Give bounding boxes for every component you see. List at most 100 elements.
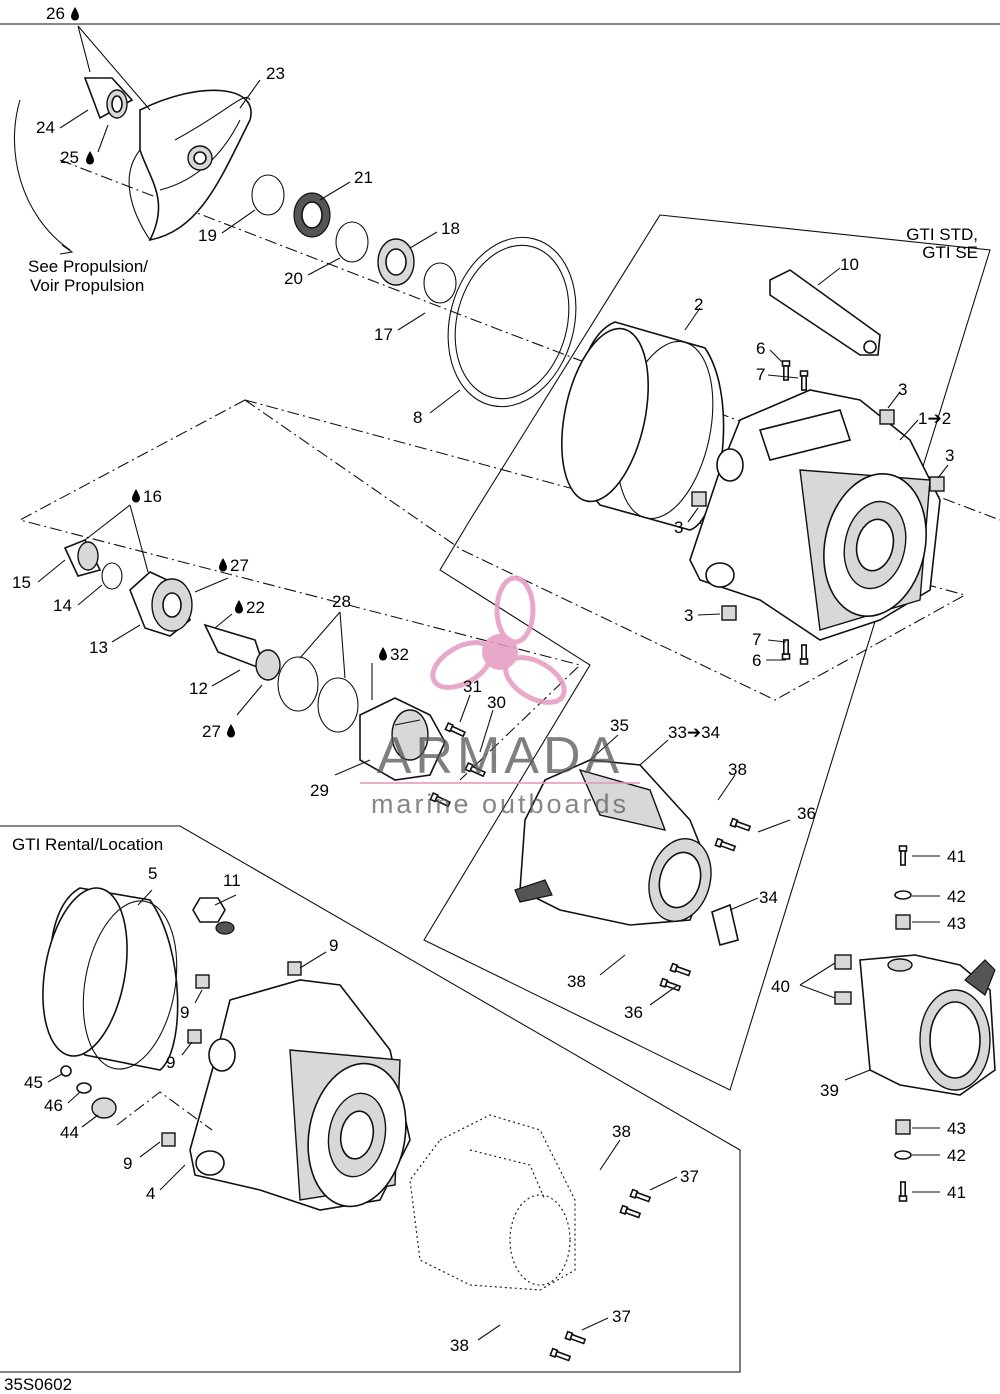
shaft-12 bbox=[203, 623, 281, 681]
venturi-phantom bbox=[409, 1114, 576, 1291]
watermark: ARMADA marine outboards bbox=[360, 575, 640, 819]
callout-38-d: 38 bbox=[450, 1336, 469, 1355]
callout-11: 11 bbox=[223, 871, 241, 890]
o-ring-14 bbox=[101, 562, 123, 590]
callout-7-bottom: 7 bbox=[752, 630, 761, 649]
callout-4: 4 bbox=[146, 1184, 155, 1203]
callout-3-a: 3 bbox=[898, 380, 907, 399]
figure-code: 35S0602 bbox=[4, 1375, 72, 1394]
sealing-ring-8 bbox=[447, 236, 577, 408]
propeller-logo-icon bbox=[430, 575, 567, 705]
callout-7-top: 7 bbox=[756, 365, 765, 384]
callout-23: 23 bbox=[266, 64, 285, 83]
venturi-33 bbox=[514, 759, 739, 946]
callout-17: 17 bbox=[374, 325, 393, 344]
see-propulsion-arrow bbox=[13, 99, 71, 251]
callout-27-b: 27 bbox=[202, 722, 221, 741]
callout-3-b: 3 bbox=[945, 446, 954, 465]
callout-39: 39 bbox=[820, 1081, 839, 1100]
hardware-41-43-bottom bbox=[894, 1119, 912, 1202]
callout-32: 32 bbox=[390, 645, 409, 664]
callout-5: 5 bbox=[148, 864, 157, 883]
callout-41-bottom: 41 bbox=[947, 1183, 966, 1202]
callout-31: 31 bbox=[463, 677, 482, 696]
watermark-tagline: marine outboards bbox=[371, 789, 629, 819]
cover-29 bbox=[359, 697, 446, 781]
pump-housing-4 bbox=[189, 979, 411, 1211]
callout-6-top: 6 bbox=[756, 339, 765, 358]
gti-std-group-outline bbox=[423, 214, 991, 1091]
callout-30: 30 bbox=[487, 693, 506, 712]
wear-ring-5 bbox=[42, 887, 179, 1071]
plug-11 bbox=[192, 897, 235, 935]
callout-22: 22 bbox=[246, 598, 265, 617]
callout-36-b: 36 bbox=[624, 1003, 643, 1022]
callout-18: 18 bbox=[441, 219, 460, 238]
cap-15 bbox=[63, 538, 102, 577]
bearing-13 bbox=[129, 571, 193, 637]
callout-25: 25 bbox=[60, 148, 79, 167]
callout-26: 26 bbox=[46, 4, 65, 23]
o-ring-17 bbox=[423, 262, 457, 304]
callout-9-d: 9 bbox=[123, 1154, 132, 1173]
gti-std-dash-outline bbox=[244, 399, 967, 701]
callout-37-b: 37 bbox=[612, 1307, 631, 1326]
callout-34: 34 bbox=[759, 888, 778, 907]
support-10 bbox=[769, 269, 881, 356]
leader-lines bbox=[37, 25, 949, 1341]
callout-19: 19 bbox=[198, 226, 217, 245]
callout-2: 2 bbox=[694, 295, 703, 314]
callout-9-c: 9 bbox=[166, 1053, 175, 1072]
callout-42-bottom: 42 bbox=[947, 1146, 966, 1165]
callout-38-b: 38 bbox=[567, 972, 586, 991]
callout-1-2: 1➔2 bbox=[918, 409, 951, 428]
pump-housing-1 bbox=[689, 389, 941, 641]
callout-43-bottom: 43 bbox=[947, 1119, 966, 1138]
callout-38-c: 38 bbox=[612, 1122, 631, 1141]
callout-24: 24 bbox=[36, 118, 55, 137]
see-propulsion-arrowhead bbox=[59, 244, 74, 255]
callout-37-a: 37 bbox=[680, 1167, 699, 1186]
callout-28: 28 bbox=[332, 592, 351, 611]
inserts-3 bbox=[691, 409, 945, 621]
wear-sleeve-24 bbox=[83, 77, 134, 120]
callout-15: 15 bbox=[12, 573, 31, 592]
screws-36-38-bottom bbox=[659, 962, 692, 993]
nozzle-39 bbox=[859, 954, 996, 1096]
callout-21: 21 bbox=[354, 168, 373, 187]
screws-37-38-upper bbox=[619, 1188, 652, 1220]
callout-44: 44 bbox=[60, 1123, 79, 1142]
o-rings-28 bbox=[277, 656, 359, 733]
callout-40: 40 bbox=[771, 977, 790, 996]
callout-38-a: 38 bbox=[728, 760, 747, 779]
impeller-23 bbox=[128, 89, 252, 242]
callout-9-a: 9 bbox=[329, 936, 338, 955]
callout-13: 13 bbox=[89, 638, 108, 657]
caption-voir-propulsion: Voir Propulsion bbox=[30, 276, 144, 295]
screws-37-38-lower bbox=[549, 1330, 587, 1363]
callout-45: 45 bbox=[24, 1073, 43, 1092]
o-ring-20 bbox=[335, 221, 369, 263]
callout-33-34: 33➔34 bbox=[668, 723, 720, 742]
screws-6-7-bottom bbox=[781, 639, 809, 665]
callout-27-a: 27 bbox=[230, 556, 249, 575]
callout-46: 46 bbox=[44, 1096, 63, 1115]
caption-gti-std: GTI STD, bbox=[906, 225, 978, 244]
caption-gti-se: GTI SE bbox=[922, 243, 978, 262]
screws-6-7-top bbox=[781, 360, 809, 391]
wear-ring-2 bbox=[561, 321, 725, 531]
screws-36-38-top bbox=[714, 817, 752, 853]
callout-14: 14 bbox=[53, 596, 72, 615]
caption-see-propulsion: See Propulsion/ bbox=[28, 257, 148, 276]
circlip-19 bbox=[251, 174, 285, 216]
callout-41-top: 41 bbox=[947, 847, 966, 866]
callout-3-d: 3 bbox=[684, 606, 693, 625]
callout-labels: 26 23 24 25 21 19 18 20 17 8 10 2 6 7 3 … bbox=[12, 4, 966, 1355]
callout-12: 12 bbox=[189, 679, 208, 698]
callout-6-bottom: 6 bbox=[752, 651, 761, 670]
thrust-washer-21 bbox=[293, 192, 331, 238]
watermark-brand: ARMADA bbox=[377, 727, 623, 785]
callout-42-top: 42 bbox=[947, 887, 966, 906]
callout-9-b: 9 bbox=[180, 1003, 189, 1022]
